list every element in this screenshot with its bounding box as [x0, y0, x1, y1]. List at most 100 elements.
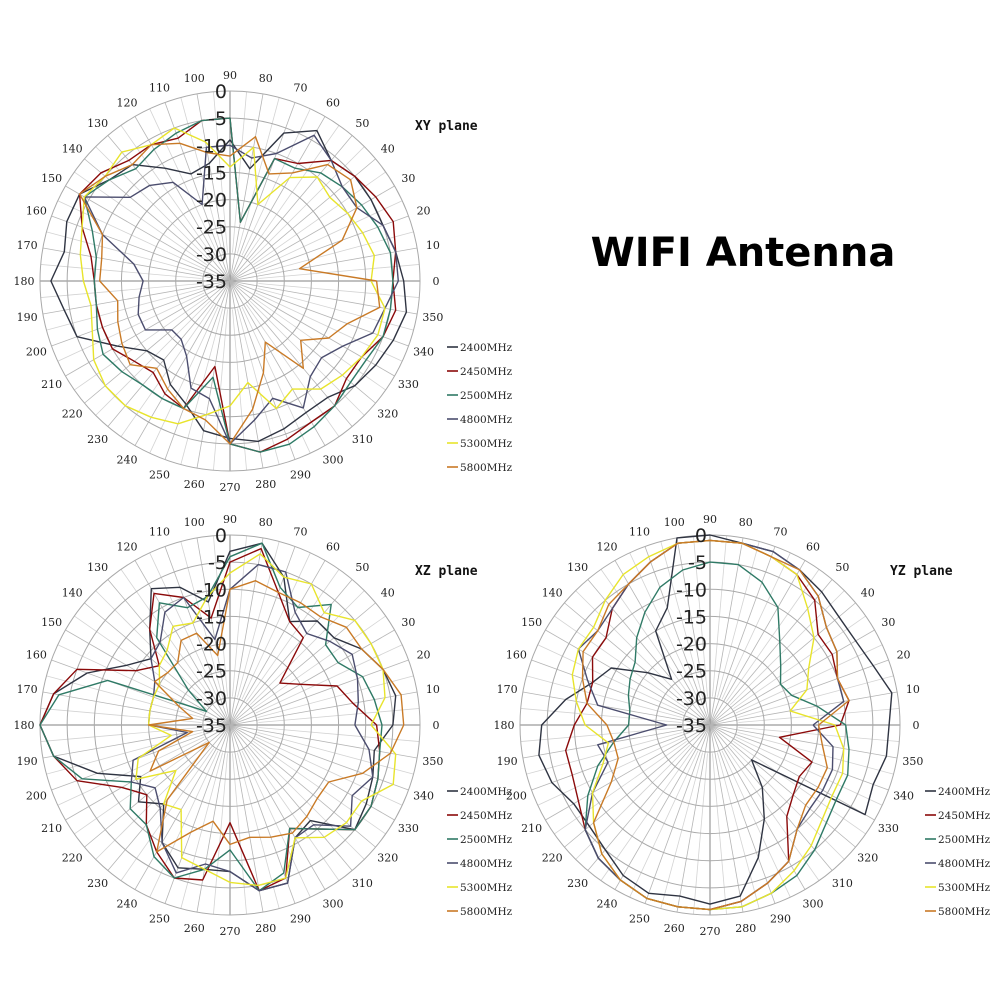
series-line-5800mhz: [581, 539, 850, 911]
grid-spoke: [229, 724, 409, 791]
grid-spoke: [709, 724, 875, 821]
angle-tick-label: 30: [401, 172, 415, 185]
grid-spoke: [726, 569, 820, 702]
angle-tick-label: 310: [352, 433, 373, 446]
grid-spoke: [134, 724, 231, 890]
grid-spoke: [229, 280, 376, 404]
legend-label: 4800MHz: [460, 414, 513, 426]
radial-tick-label: -10: [196, 579, 227, 601]
angle-tick-label: 80: [259, 516, 273, 529]
grid-ring: [175, 226, 285, 336]
grid-spoke: [253, 615, 386, 709]
grid-ring: [682, 697, 738, 753]
angle-tick-label: 340: [413, 345, 434, 358]
angle-tick-label: 260: [664, 922, 685, 935]
grid-spoke: [134, 280, 231, 446]
angle-tick-label: 110: [149, 81, 170, 94]
angle-tick-label: 210: [41, 822, 62, 835]
legend-label: 5300MHz: [460, 438, 513, 450]
grid-spoke: [196, 724, 231, 913]
grid-spoke: [229, 724, 395, 821]
yz-plane-chart: 0102030405060708090100110120130140150160…: [494, 513, 991, 938]
angle-tick-label: 200: [506, 789, 527, 802]
angle-tick-label: 20: [897, 649, 911, 662]
angle-tick-label: 40: [861, 587, 875, 600]
angle-tick-label: 140: [542, 587, 563, 600]
angle-tick-label: 120: [117, 541, 138, 554]
legend-label: 2500MHz: [460, 834, 513, 846]
grid-spoke: [229, 724, 418, 759]
angle-tick-label: 90: [703, 513, 717, 526]
grid-spoke: [229, 691, 418, 726]
series-line-4800mhz: [83, 134, 399, 445]
grid-spoke: [246, 569, 340, 702]
grid-spoke: [522, 691, 711, 726]
angle-tick-label: 190: [497, 755, 518, 768]
radial-tick-label: -20: [196, 634, 227, 656]
angle-tick-label: 210: [41, 378, 62, 391]
angle-tick-label: 310: [832, 877, 853, 890]
grid-spoke: [229, 135, 353, 282]
angle-tick-label: 260: [184, 922, 205, 935]
grid-spoke: [107, 135, 231, 282]
grid-spoke: [229, 280, 409, 347]
legend-item: 2400MHz: [447, 786, 513, 798]
grid-spoke: [229, 724, 296, 904]
angle-tick-label: 10: [426, 683, 440, 696]
angle-tick-label: 270: [220, 925, 241, 938]
series-line-5800mhz: [147, 580, 405, 853]
grid-spoke: [57, 200, 205, 270]
radial-tick-label: -25: [196, 217, 227, 239]
angle-tick-label: 60: [806, 541, 820, 554]
grid-ring: [202, 697, 258, 753]
angle-tick-label: 110: [629, 525, 650, 538]
legend-label: 5300MHz: [938, 882, 991, 894]
angle-tick-label: 230: [567, 877, 588, 890]
legend-label: 5800MHz: [938, 906, 991, 918]
angle-tick-label: 280: [255, 922, 276, 935]
angle-tick-label: 180: [494, 719, 515, 732]
grid-spoke: [255, 644, 403, 714]
radial-tick-label: -30: [196, 244, 227, 266]
angle-tick-label: 180: [14, 719, 35, 732]
angle-tick-label: 30: [881, 616, 895, 629]
angle-tick-label: 50: [355, 117, 369, 130]
grid-spoke: [249, 300, 365, 416]
radial-tick-label: -5: [688, 552, 707, 574]
grid-spoke: [65, 629, 231, 726]
grid-spoke: [229, 724, 353, 871]
angle-tick-label: 250: [149, 469, 170, 482]
radial-tick-label: -15: [196, 606, 227, 628]
legend-label: 4800MHz: [938, 858, 991, 870]
radial-tick-label: -10: [196, 135, 227, 157]
angle-tick-label: 240: [117, 453, 138, 466]
grid-spoke: [709, 691, 898, 726]
grid-spoke: [164, 280, 231, 460]
angle-tick-label: 0: [433, 719, 440, 732]
angle-tick-label: 20: [417, 649, 431, 662]
grid-spoke: [709, 724, 806, 890]
angle-tick-label: 80: [259, 72, 273, 85]
angle-tick-label: 270: [220, 481, 241, 494]
angle-tick-label: 120: [117, 97, 138, 110]
angle-tick-label: 170: [17, 683, 38, 696]
radial-tick-label: -35: [196, 715, 227, 737]
grid-spoke: [676, 537, 711, 726]
legend-label: 2400MHz: [938, 786, 991, 798]
legend-item: 4800MHz: [447, 414, 513, 426]
grid-ring: [120, 615, 340, 835]
angle-tick-label: 160: [506, 649, 527, 662]
plot-title: YZ plane: [890, 564, 953, 579]
angle-tick-label: 230: [87, 433, 108, 446]
angle-tick-label: 190: [17, 311, 38, 324]
grid-spoke: [229, 102, 296, 282]
grid-spoke: [229, 724, 376, 848]
xz-plane-chart: 0102030405060708090100110120130140150160…: [14, 513, 513, 938]
angle-tick-label: 350: [422, 755, 443, 768]
angle-tick-label: 0: [913, 719, 920, 732]
grid-spoke: [57, 292, 205, 362]
grid-spoke: [614, 724, 711, 890]
legend-item: 2500MHz: [447, 390, 513, 402]
grid-spoke: [709, 537, 744, 726]
